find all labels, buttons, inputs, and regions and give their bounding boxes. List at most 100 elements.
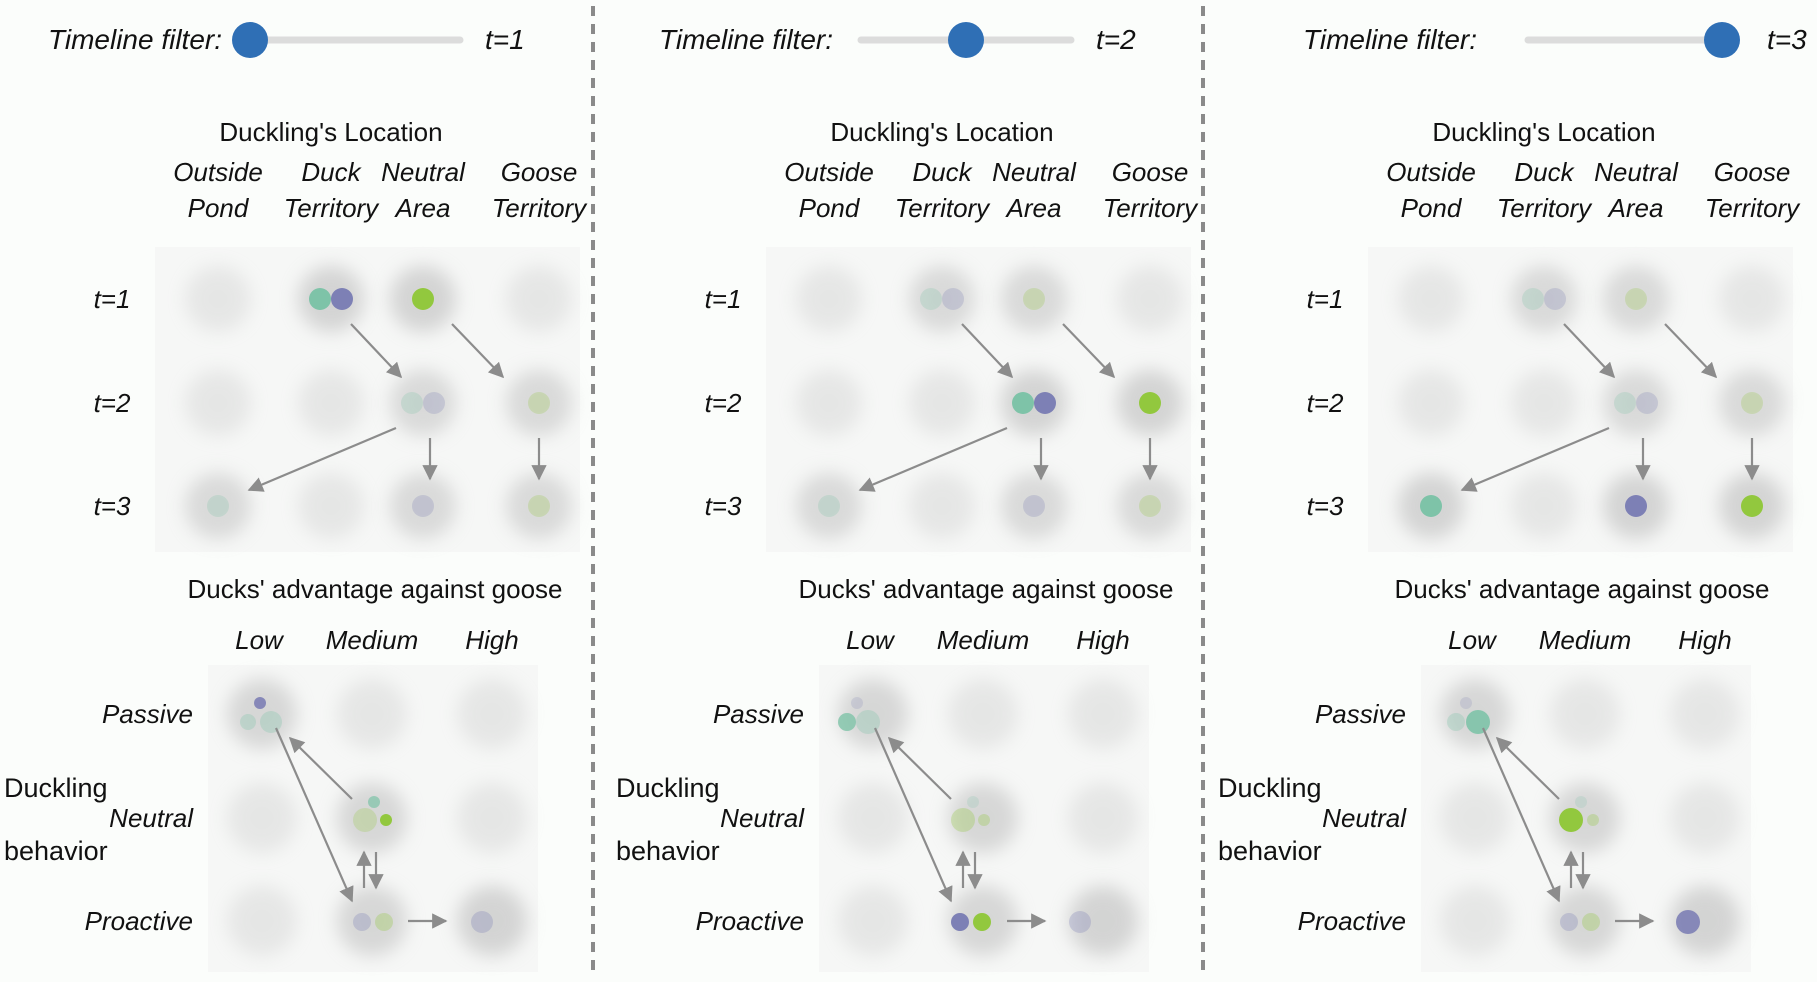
location-col-label: Territory — [1497, 193, 1593, 223]
slider-thumb[interactable] — [948, 22, 984, 58]
advantage-col-label: High — [1076, 625, 1129, 655]
advantage-row-label: Passive — [102, 699, 193, 729]
location-cell — [1603, 266, 1669, 332]
advantage-cell-blob — [1440, 886, 1510, 956]
location-col-label: Area — [394, 193, 451, 223]
location-cell — [1001, 266, 1067, 332]
location-cell — [1511, 473, 1577, 539]
advantage-cell-blob — [337, 783, 407, 853]
location-col-label: Area — [1005, 193, 1062, 223]
flow-arrow — [873, 727, 953, 903]
behavior-label: behavior — [4, 836, 108, 866]
advantage-dot-green — [380, 814, 392, 826]
location-cell-blob — [1603, 266, 1669, 332]
flow-arrow — [274, 727, 354, 903]
location-cell — [1603, 370, 1669, 436]
advantage-cell-blob — [1068, 679, 1138, 749]
location-cell — [1398, 370, 1464, 436]
location-col-label: Territory — [1103, 193, 1199, 223]
location-cell — [1719, 266, 1785, 332]
advantage-cell-blob — [838, 886, 908, 956]
timeline-slider[interactable] — [232, 22, 464, 58]
slider-thumb[interactable] — [1704, 22, 1740, 58]
advantage-row-label: Proactive — [1298, 906, 1406, 936]
location-cell-blob — [1603, 370, 1669, 436]
location-cell — [1001, 370, 1067, 436]
location-cell — [390, 473, 456, 539]
location-dot-purple — [1034, 392, 1056, 414]
location-dot-purple — [331, 288, 353, 310]
location-col-label: Goose — [1112, 157, 1189, 187]
advantage-dot-green — [1559, 808, 1583, 832]
advantage-cell-blob — [838, 783, 908, 853]
location-row-label: t=1 — [94, 284, 131, 314]
location-cell — [298, 473, 364, 539]
location-cell — [298, 370, 364, 436]
location-dot-purple — [1636, 392, 1658, 414]
advantage-dot-purple — [1460, 697, 1472, 709]
location-col-label: Duck — [301, 157, 362, 187]
location-dot-purple — [423, 392, 445, 414]
location-col-label: Neutral — [1594, 157, 1679, 187]
behavior-label: behavior — [1218, 836, 1322, 866]
location-cell — [1719, 370, 1785, 436]
location-col-label: Goose — [1714, 157, 1791, 187]
advantage-cell-blob — [1550, 783, 1620, 853]
location-cell-blob — [185, 370, 251, 436]
advantage-dot-green — [978, 814, 990, 826]
location-dot-green — [412, 288, 434, 310]
location-row-label: t=1 — [705, 284, 742, 314]
behavior-label: Duckling — [616, 773, 720, 803]
location-dot-purple — [1023, 495, 1045, 517]
advantage-dot-purple — [471, 911, 493, 933]
behavior-label: Duckling — [1218, 773, 1322, 803]
location-cell — [1117, 370, 1183, 436]
location-cell-blob — [1117, 266, 1183, 332]
advantage-cell-blob — [1550, 679, 1620, 749]
location-row-label: t=2 — [1307, 388, 1344, 418]
location-cell — [909, 370, 975, 436]
location-dot-teal — [920, 288, 942, 310]
slider-thumb[interactable] — [232, 22, 268, 58]
location-col-label: Duck — [912, 157, 973, 187]
flow-arrow — [887, 736, 952, 800]
location-dot-purple — [1625, 495, 1647, 517]
advantage-cell-blob — [337, 679, 407, 749]
location-col-label: Duck — [1514, 157, 1575, 187]
location-cell — [1719, 473, 1785, 539]
location-cell-blob — [185, 473, 251, 539]
location-row-label: t=2 — [705, 388, 742, 418]
location-cell-blob — [390, 370, 456, 436]
location-col-label: Outside — [1386, 157, 1476, 187]
location-cell — [1117, 473, 1183, 539]
advantage-dot-teal — [260, 711, 282, 733]
flow-arrow — [1495, 736, 1560, 800]
location-cell-blob — [506, 266, 572, 332]
timeline-slider[interactable] — [1524, 22, 1740, 58]
location-cell-blob — [1719, 266, 1785, 332]
advantage-row-label: Passive — [1315, 699, 1406, 729]
location-dot-green — [528, 392, 550, 414]
advantage-dot-teal — [368, 796, 380, 808]
location-cell — [506, 370, 572, 436]
location-cell — [185, 370, 251, 436]
location-cell-blob — [1001, 473, 1067, 539]
location-col-label: Outside — [173, 157, 263, 187]
location-col-label: Outside — [784, 157, 874, 187]
advantage-dot-teal — [1466, 710, 1490, 734]
timeline-filter-label: Timeline filter: — [1303, 24, 1477, 55]
location-cell — [796, 370, 862, 436]
advantage-cell-blob — [1550, 886, 1620, 956]
advantage-dot-green — [353, 808, 377, 832]
timeline-slider[interactable] — [857, 22, 1075, 58]
location-col-label: Neutral — [992, 157, 1077, 187]
location-dot-teal — [1522, 288, 1544, 310]
timeline-filter-label: Timeline filter: — [659, 24, 833, 55]
advantage-cell-blob — [1440, 783, 1510, 853]
advantage-title: Ducks' advantage against goose — [188, 574, 563, 604]
location-cell — [796, 473, 862, 539]
flow-arrow — [288, 736, 353, 800]
flow-arrow — [1481, 727, 1561, 903]
